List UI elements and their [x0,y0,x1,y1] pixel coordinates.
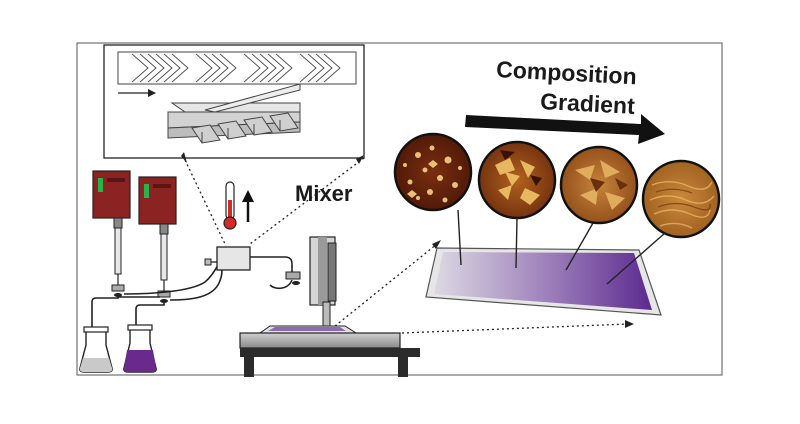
deposition-stage [239,236,420,377]
afm-image-3 [559,145,639,271]
up-arrow-icon [242,190,254,222]
mixer-label: Mixer [295,181,353,206]
flask-a [79,326,113,373]
mixer-chip [204,246,251,271]
stage-callout-lines [334,243,629,334]
afm-image-4 [606,159,721,285]
channel-3d [167,83,301,144]
syringe-pump-a [92,170,131,297]
gradient-substrate [425,247,662,316]
gradient-label: Gradient [539,88,636,119]
flask-b [123,324,157,373]
nozzle-connector [285,271,301,280]
composition-gradient-arrow [465,114,665,144]
inset-callout-lines [184,157,365,247]
thermometer-icon [223,181,237,230]
tubing [91,256,293,330]
syringe-pump-b [138,176,177,303]
mixer-inset [103,44,365,159]
herringbone-grooves [131,53,341,83]
afm-image-2 [477,140,557,269]
afm-image-1 [393,132,473,266]
